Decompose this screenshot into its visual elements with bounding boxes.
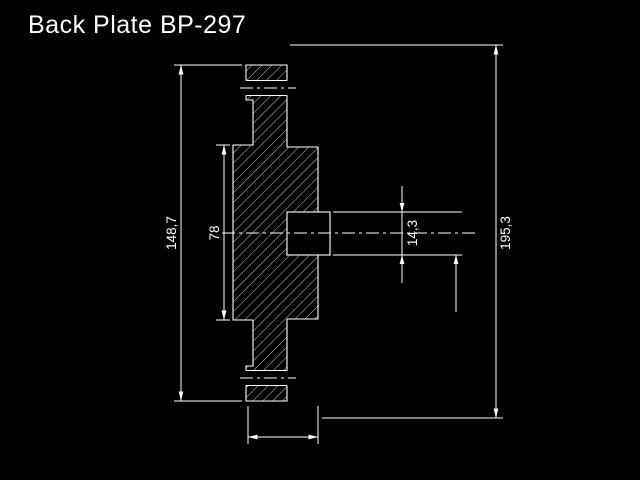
dim-bore-height-label: 14,3	[405, 220, 420, 246]
dim-overall-height-label: 195,3	[498, 216, 513, 250]
dim-boss-height-label: 78	[207, 225, 222, 240]
dimension-bore-height: 14,3	[333, 186, 462, 312]
centerlines	[222, 87, 478, 379]
dimension-plate-height: 148,7	[164, 64, 242, 402]
dimension-boss-height: 78	[207, 144, 230, 321]
dimension-thickness	[247, 406, 319, 444]
dimension-overall-height: 195,3	[290, 44, 513, 419]
dim-plate-height-label: 148,7	[164, 216, 179, 250]
drawing-title: Back Plate BP-297	[28, 11, 247, 39]
